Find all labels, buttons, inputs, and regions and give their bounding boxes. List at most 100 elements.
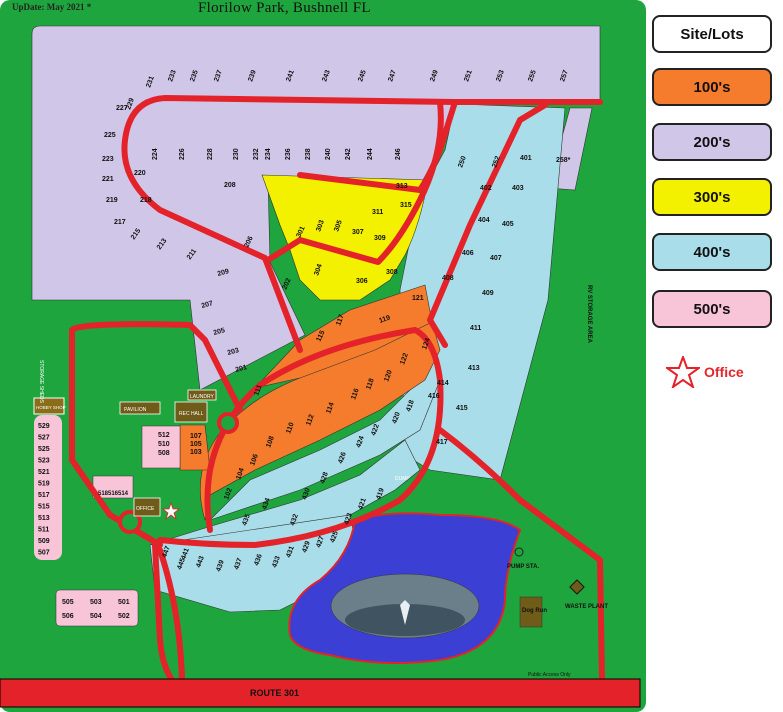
- lot-number: 244: [367, 148, 374, 160]
- lot-number: 231: [145, 75, 156, 88]
- waste-plant-label: WASTE PLANT: [565, 604, 608, 610]
- lot-number: 229: [125, 97, 136, 110]
- lot-number: 418: [405, 399, 416, 412]
- lot-number: 425: [329, 530, 340, 543]
- lot-number: 527: [38, 435, 50, 442]
- lot-number: 255: [527, 69, 538, 82]
- lot-number: 417: [436, 439, 448, 446]
- lot-number: 217: [114, 219, 126, 226]
- lot-number: 430: [301, 487, 312, 500]
- lot-number: 227: [116, 105, 128, 112]
- lot-number: 506: [62, 613, 74, 620]
- lot-number: 301: [295, 225, 306, 239]
- lot-number: 219: [106, 197, 118, 204]
- lot-number: 433: [271, 555, 282, 568]
- legend-sitelots: Site/Lots: [652, 15, 772, 53]
- dog-run: [519, 596, 543, 628]
- lot-number: 124: [421, 337, 432, 350]
- lot-number: 401: [520, 155, 532, 162]
- lot-number: 202: [281, 277, 292, 291]
- update-date: UpDate: May 2021 *: [12, 2, 92, 12]
- lot-number: 429: [301, 540, 312, 553]
- lot-number: 516: [108, 491, 119, 497]
- lot-number: 221: [102, 176, 114, 183]
- lot-number: 220: [134, 170, 146, 177]
- lot-number: 521: [38, 469, 50, 476]
- lot-number: 515: [38, 504, 50, 511]
- lot-number: 118: [365, 378, 375, 391]
- road-southeast: [437, 427, 605, 683]
- lot-number: 510: [158, 441, 170, 448]
- lot-number: 246: [395, 148, 402, 160]
- lot-number: 218: [140, 197, 152, 204]
- lot-number: 107: [190, 433, 202, 440]
- lot-number: 245: [357, 69, 368, 82]
- lot-number: 250: [457, 155, 468, 168]
- lot-number: 105: [190, 441, 202, 448]
- lot-number: 402: [480, 185, 492, 192]
- lot-number: 416: [428, 393, 440, 400]
- office-star-legend-icon: [666, 356, 700, 388]
- lot-number: 406: [462, 250, 474, 257]
- legend-500s: 500's: [652, 290, 772, 328]
- route-301: [0, 678, 641, 708]
- storage-sheds-label: STORAGE SHEDS: [38, 360, 44, 404]
- lot-number: 306: [356, 278, 368, 285]
- lot-number: 232: [253, 148, 260, 160]
- lot-number: 409: [482, 290, 494, 297]
- lot-number: 237: [213, 69, 224, 82]
- lot-number: 303: [315, 219, 326, 232]
- lot-number: 106: [249, 453, 260, 466]
- lot-number: 512: [158, 432, 170, 439]
- lot-number: 523: [38, 458, 50, 465]
- lot-number: 432: [289, 513, 300, 526]
- route-301-label: ROUTE 301: [250, 688, 299, 698]
- lot-number: 241: [285, 69, 296, 82]
- lot-number: 441: [180, 547, 191, 560]
- road-south: [152, 542, 175, 683]
- road-east: [427, 102, 548, 348]
- lot-number: 122: [399, 352, 410, 365]
- lot-number: 436: [253, 553, 264, 566]
- lot-number: 431: [285, 545, 296, 558]
- hobby-shop-label: HOBBY SHOP: [36, 405, 66, 410]
- lot-number: 111: [253, 384, 263, 397]
- rv-storage-label: RV STORAGE AREA: [586, 285, 592, 344]
- lot-number: 519: [38, 481, 50, 488]
- lot-number: 236: [285, 148, 292, 160]
- lot-number: 414: [437, 380, 449, 387]
- lot-number: 119: [378, 314, 391, 324]
- rec-hall-label: REC HALL: [179, 411, 204, 417]
- lot-number: 207: [201, 300, 214, 310]
- lot-number: 439: [215, 559, 226, 572]
- lot-number: 511: [38, 527, 49, 534]
- legend-400s: 400's: [652, 233, 772, 271]
- lot-number: 427: [315, 535, 326, 548]
- lot-number: 115: [315, 330, 326, 343]
- lot-number: 308: [386, 269, 398, 276]
- lot-number: 411: [470, 325, 481, 332]
- lot-number: 249: [429, 69, 440, 82]
- zone-200s: [31, 25, 601, 391]
- laundry-label: LAUNDRY: [190, 394, 214, 400]
- lot-number: 235: [189, 69, 200, 82]
- lot-number: 228: [207, 148, 214, 160]
- lot-number: 226: [179, 148, 186, 160]
- lot-number: 434: [261, 497, 272, 510]
- lot-number: 121: [412, 295, 424, 302]
- lot-number: 258*: [556, 157, 571, 164]
- office-building: [133, 497, 161, 517]
- zone-500-right: [141, 425, 181, 469]
- road-west-loop: [69, 321, 243, 548]
- lot-number: 313: [396, 183, 408, 190]
- lot-number: 422: [370, 423, 381, 436]
- lot-number: 239: [247, 69, 258, 82]
- hobby-shop: [33, 397, 65, 415]
- lot-number: 223: [102, 156, 114, 163]
- dump-label: DUMP: [395, 476, 410, 482]
- lot-number: 120: [383, 369, 394, 382]
- lot-number: 112: [305, 414, 315, 427]
- lot-number: 507: [38, 550, 50, 557]
- lot-number: 419: [375, 487, 386, 500]
